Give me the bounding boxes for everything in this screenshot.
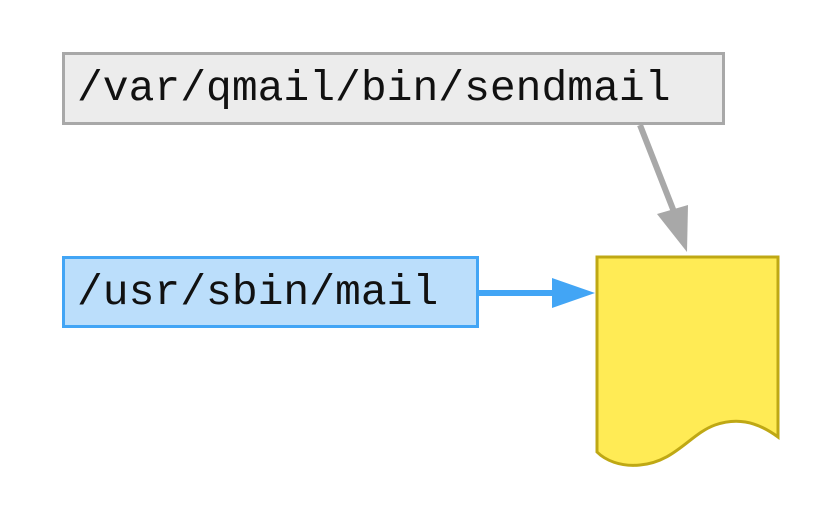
node-mail: /usr/sbin/mail (62, 256, 479, 328)
arrow-sendmail-to-document (637, 123, 688, 252)
node-sendmail-label: /var/qmail/bin/sendmail (77, 64, 671, 113)
node-sendmail: /var/qmail/bin/sendmail (62, 52, 725, 125)
arrow-mail-to-document (478, 278, 595, 308)
node-mail-label: /usr/sbin/mail (77, 267, 439, 317)
document-shape (595, 255, 780, 467)
